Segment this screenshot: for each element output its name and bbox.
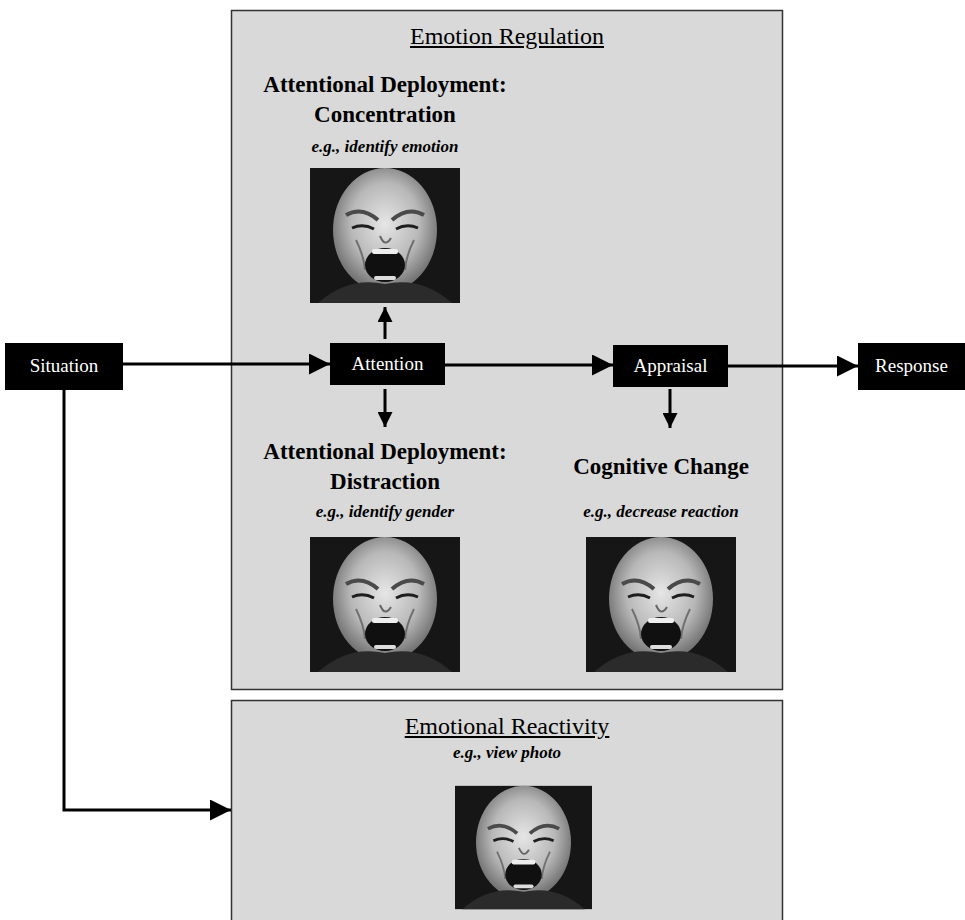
strategy-example: e.g., identify gender [235, 501, 535, 523]
stage-box: Response [858, 343, 965, 390]
flow-arrow [123, 363, 330, 366]
regulation-panel: Emotion RegulationAttention Appraisal [231, 10, 783, 690]
label-slot: Attentional Deployment: Concentration [225, 70, 545, 130]
label-slot: e.g., identify emotion [235, 136, 535, 158]
panel-example: e.g., view photo [231, 743, 783, 763]
panel-heading: Emotion Regulation [231, 22, 783, 51]
appraisal-arrow [669, 389, 672, 428]
label-slot: e.g., identify gender [235, 501, 535, 523]
strategy-example: e.g., decrease reaction [546, 501, 776, 523]
strategy-title: Attentional Deployment: Concentration [225, 70, 545, 130]
attention-arrow [384, 307, 387, 339]
stage-box: Appraisal [613, 345, 728, 387]
panel-heading: Emotional Reactivity [231, 712, 783, 741]
label-slot: Attentional Deployment: Distraction [225, 437, 545, 497]
photo [455, 786, 592, 909]
photo [310, 537, 460, 672]
photo [586, 537, 736, 672]
stage-box: Situation [5, 343, 123, 390]
label-slot: e.g., decrease reaction [546, 501, 776, 523]
photo [310, 168, 460, 303]
attention-arrow [384, 389, 387, 427]
box-label: Attention [352, 353, 424, 376]
label-slot: Cognitive Change [546, 452, 776, 482]
flow-arrow [64, 390, 231, 810]
strategy-example: e.g., identify emotion [235, 136, 535, 158]
strategy-title: Attentional Deployment: Distraction [225, 437, 545, 497]
stage-box: Attention [330, 343, 445, 385]
flow-arrow [445, 364, 613, 367]
box-label: Appraisal [634, 355, 708, 378]
flow-arrow [728, 365, 858, 368]
box-label: Situation [30, 355, 99, 378]
reactivity-panel: Emotional Reactivitye.g., view photo [231, 700, 783, 920]
box-label: Response [875, 355, 948, 378]
strategy-title: Cognitive Change [546, 452, 776, 482]
panel-fill [232, 701, 783, 920]
